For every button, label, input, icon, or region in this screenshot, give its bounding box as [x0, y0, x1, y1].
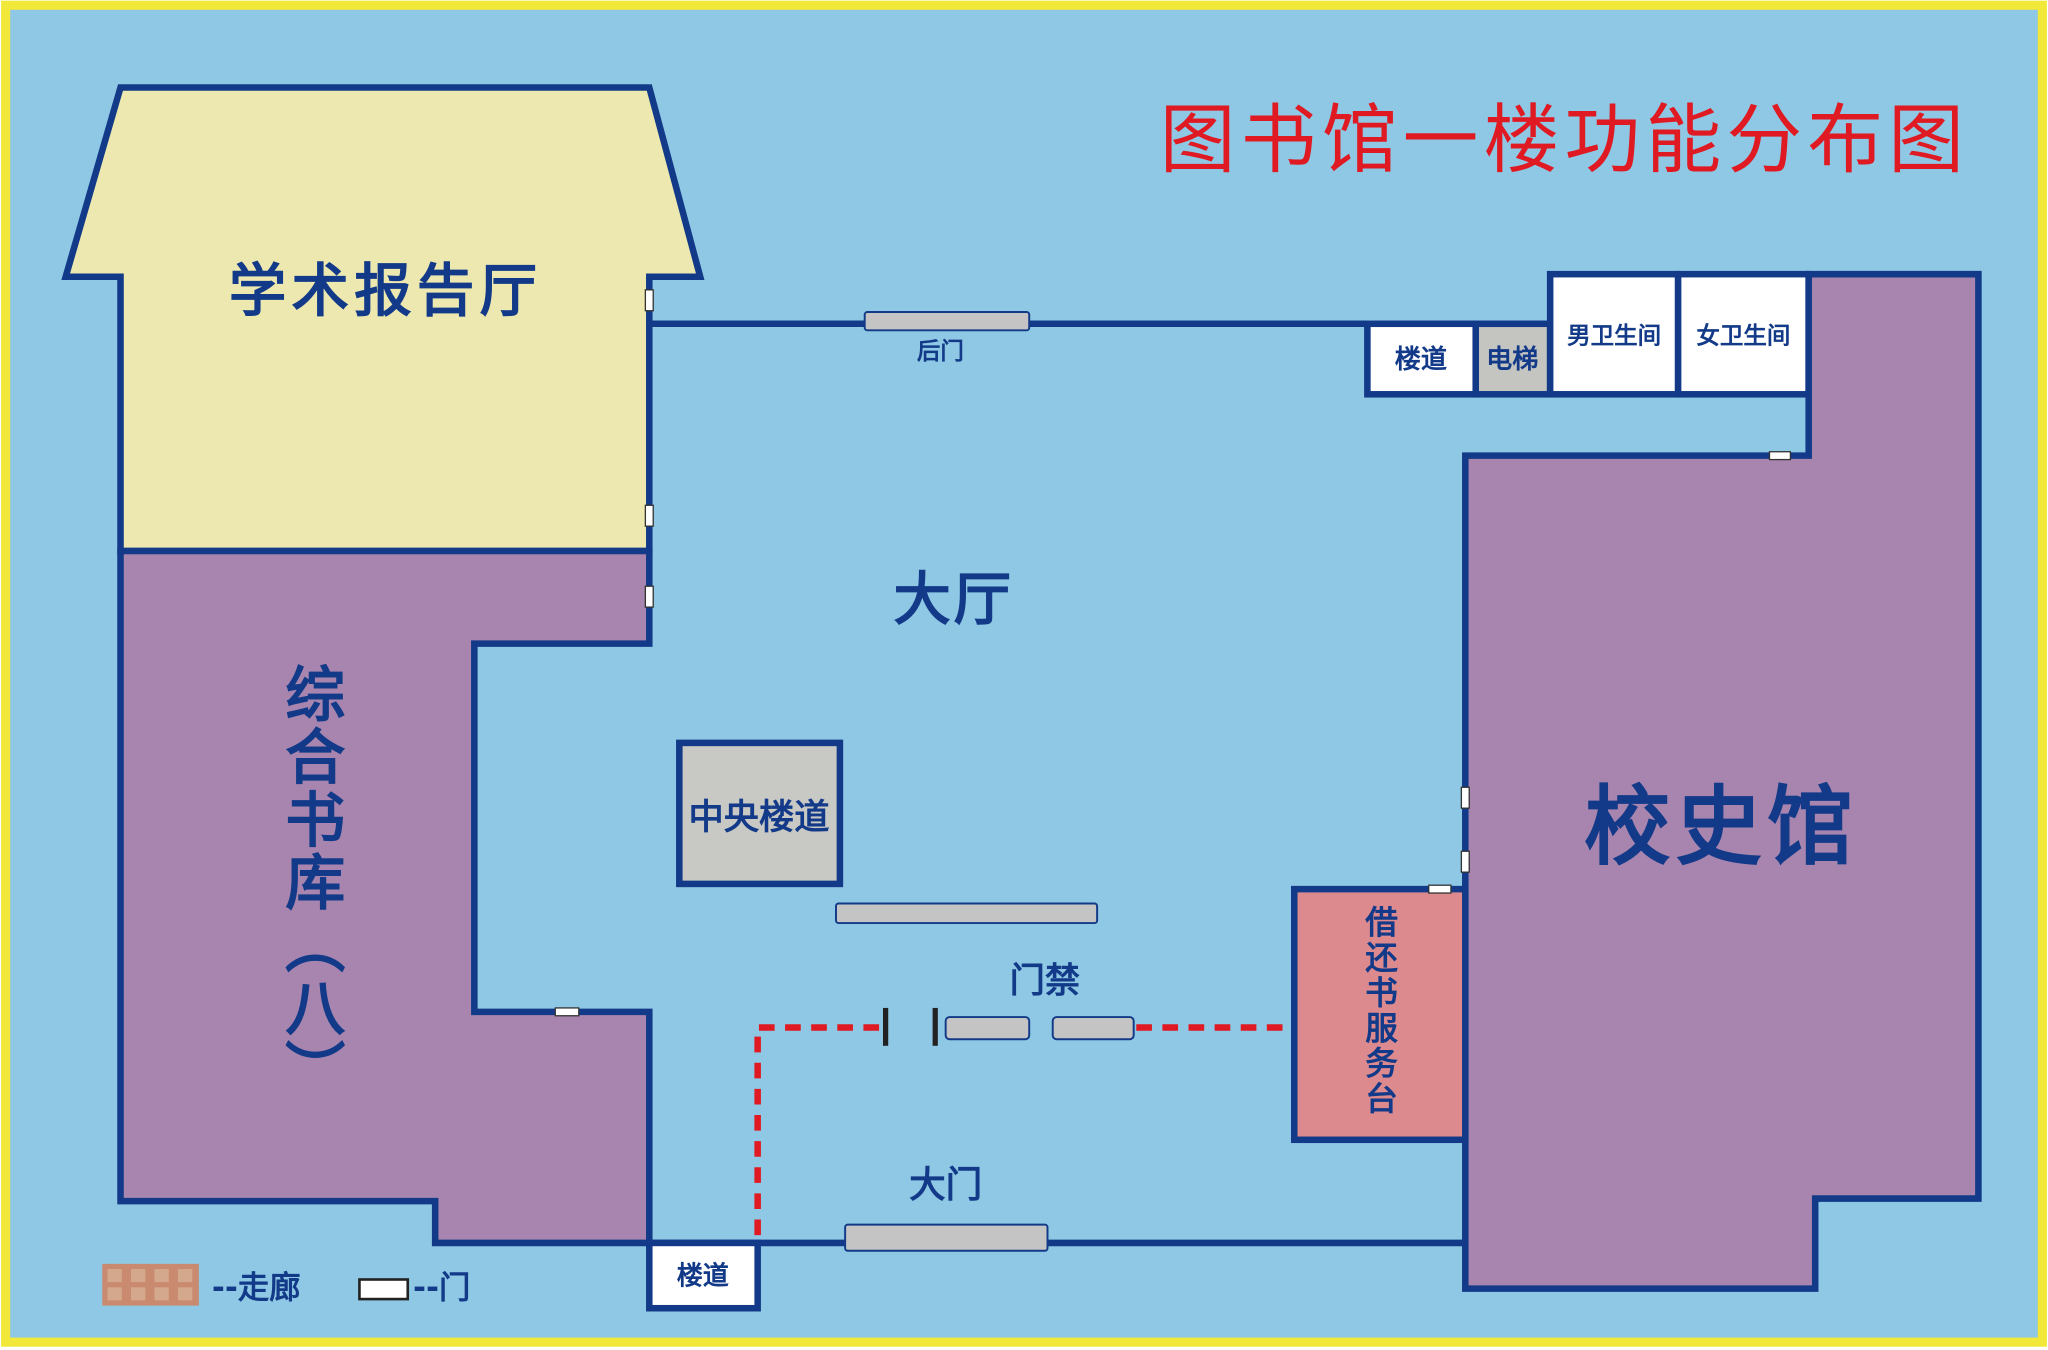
- back-door-label: 后门: [917, 337, 964, 365]
- room-service-desk[interactable]: 借还书服务台: [1290, 885, 1469, 1144]
- room-central-stairs[interactable]: 中央楼道: [676, 739, 844, 888]
- room-central-stairs-label: 中央楼道: [688, 797, 829, 838]
- corridor-legend-label: --走廊: [212, 1270, 301, 1306]
- main-door-label: 大门: [909, 1163, 982, 1206]
- door[interactable]: [1428, 884, 1452, 894]
- legend: --走廊 --门: [102, 1263, 470, 1306]
- room-elevator-label: 电梯: [1486, 345, 1538, 375]
- door-legend-label: --门: [413, 1270, 470, 1306]
- counter-bar: [835, 902, 1099, 925]
- room-history-museum-label: 校史馆: [1584, 777, 1858, 877]
- door[interactable]: [644, 504, 654, 527]
- door[interactable]: [1768, 451, 1792, 461]
- route-line-left: [754, 1024, 883, 1236]
- main-door[interactable]: [844, 1223, 1049, 1252]
- room-stairs-bottom-label: 楼道: [677, 1261, 729, 1292]
- corridor-legend-swatch: [102, 1263, 199, 1306]
- room-womens-restroom-label: 女卫生间: [1696, 321, 1790, 349]
- door[interactable]: [1460, 786, 1470, 809]
- room-lobby-label: 大厅: [893, 566, 1013, 633]
- door[interactable]: [1460, 850, 1470, 873]
- back-door[interactable]: [863, 311, 1031, 332]
- access-gate-left[interactable]: [944, 1016, 1031, 1041]
- gate-post: [882, 1007, 889, 1046]
- door[interactable]: [554, 1007, 580, 1017]
- room-lecture-hall[interactable]: 学术报告厅: [61, 84, 705, 555]
- room-lecture-hall-label: 学术报告厅: [229, 258, 542, 325]
- room-history-museum[interactable]: 校史馆: [1462, 270, 1982, 1292]
- door[interactable]: [644, 585, 654, 608]
- room-stairs-top-label: 楼道: [1395, 344, 1447, 375]
- access-gate-right[interactable]: [1051, 1016, 1135, 1041]
- door[interactable]: [644, 289, 654, 312]
- room-womens-restroom[interactable]: 女卫生间: [1674, 270, 1812, 398]
- gate-post: [932, 1007, 938, 1046]
- room-stairs-top[interactable]: 楼道: [1364, 320, 1480, 398]
- door-legend-swatch: [358, 1278, 410, 1301]
- room-service-desk-label: 借还书服务台: [1360, 905, 1398, 1117]
- map-title: 图书馆一楼功能分布图: [1160, 96, 1969, 184]
- room-mens-restroom[interactable]: 男卫生间: [1546, 270, 1682, 398]
- access-control-label: 门禁: [1010, 960, 1081, 1001]
- room-stacks-label: 综合书库（八）: [275, 663, 345, 1102]
- room-stacks[interactable]: 综合书库（八）: [117, 547, 653, 1247]
- room-stairs-bottom[interactable]: 楼道: [646, 1239, 761, 1312]
- room-mens-restroom-label: 男卫生间: [1567, 321, 1661, 349]
- room-elevator[interactable]: 电梯: [1472, 320, 1554, 398]
